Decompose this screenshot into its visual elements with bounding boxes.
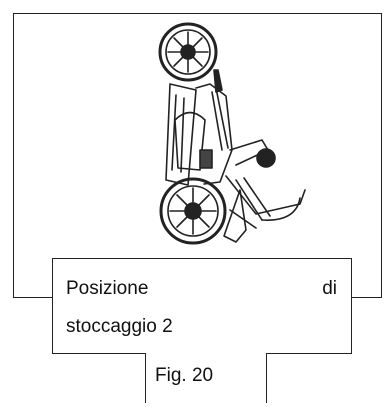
caption-line-2: stoccaggio 2 bbox=[66, 316, 173, 337]
caption-box: Posizione di stoccaggio 2 bbox=[52, 258, 352, 354]
caption-word-di: di bbox=[322, 278, 337, 299]
caption-word-posizione: Posizione bbox=[66, 278, 149, 299]
folded-stroller-illustration bbox=[158, 22, 306, 245]
top-wheel bbox=[158, 22, 218, 82]
figure-number: Fig. 20 bbox=[155, 365, 214, 386]
figure-number-box: Fig. 20 bbox=[145, 353, 267, 403]
stroller-body bbox=[165, 69, 306, 243]
bottom-wheel bbox=[159, 177, 227, 245]
caption-line-1: Posizione di bbox=[66, 278, 337, 300]
